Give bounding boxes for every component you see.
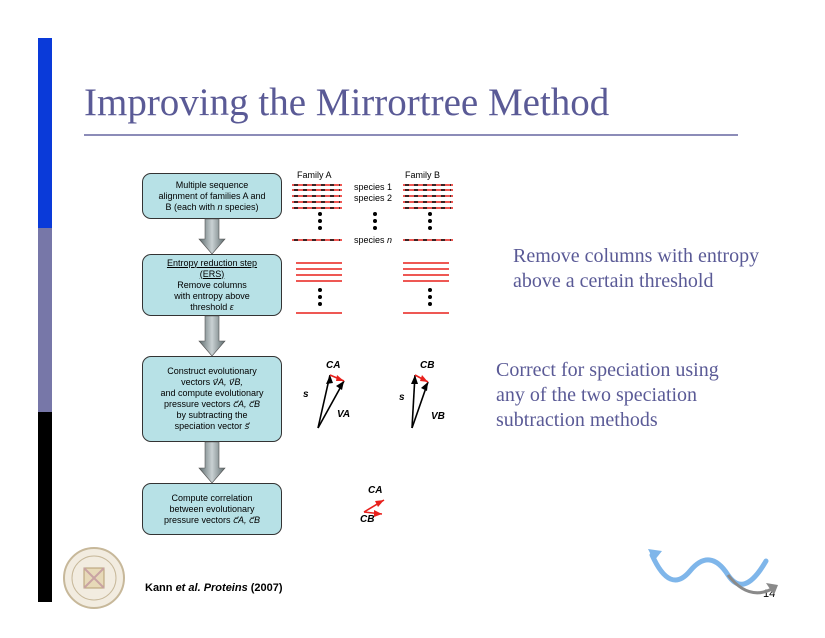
entropy-line-5: threshold ε [190,301,234,312]
ellipsis-dot [428,295,432,299]
ellipsis-dot [373,219,377,223]
filtered-rows-family-a [296,262,342,314]
label-corr-c-b: CB [360,514,375,525]
evo-line-4: pressure vectors c⃗A, c⃗B [164,399,260,409]
label-s-b: s [399,392,405,403]
entropy-annotation: Remove columns with entropy above a cert… [513,245,760,292]
entropy-box: Entropy reduction step (ERS) Remove colu… [142,254,282,316]
evo-line-6: speciation vector s⃗ [174,421,250,431]
ellipsis-dot [318,302,322,306]
sidebar-bar-black [38,412,52,602]
university-seal-icon [63,547,125,609]
vector-v-a [317,380,345,429]
label-corr-c-a: CA [368,485,383,496]
ellipsis-dot [318,226,322,230]
alignment-line-1: Multiple sequence [175,179,249,190]
vector-s-a [317,374,331,429]
speciation-annotation: Correct for speciation using any of the … [496,359,719,431]
title-divider [84,134,738,136]
vector-triangle-b [411,374,429,429]
corr-line-1: Compute correlation [171,492,253,503]
entropy-line-4: with entropy above [174,290,250,301]
alignment-line-2: alignment of families A and [158,190,266,201]
ellipsis-dot [318,288,322,292]
ellipsis-dot [318,295,322,299]
evo-line-5: by subtracting the [176,410,248,420]
species-2-label: species 2 [354,193,393,203]
flow-arrow-down-icon [198,218,226,255]
label-c-b: CB [420,360,435,371]
ellipsis-dot [428,212,432,216]
species-1-label: species 1 [354,182,393,192]
filtered-rows-family-b [403,262,449,314]
entropy-line-1: Entropy reduction step [166,257,258,268]
corr-line-3: pressure vectors c⃗A, c⃗B [164,514,260,525]
family-a-label: Family A [297,170,332,180]
evolutionary-box: Construct evolutionary vectors v⃗A, v⃗B,… [142,356,282,442]
slide-title: Improving the Mirrortree Method [84,81,610,124]
flow-arrow-down-icon [198,441,226,484]
alignment-rows-family-a [292,184,342,241]
sidebar-bar-gray [38,228,52,412]
corr-line-2: between evolutionary [169,503,255,514]
ellipsis-dot [428,288,432,292]
ellipsis-dot [373,226,377,230]
entropy-line-3: Remove columns [177,279,247,290]
label-s-a: s [303,389,309,400]
evo-line-1: Construct evolutionary [167,366,257,376]
entropy-line-2: (ERS) [199,268,225,279]
correlation-vectors [363,499,385,517]
ellipsis-dot [318,219,322,223]
flow-arrow-down-icon [198,315,226,357]
citation: Kann et al. Proteins (2007) [145,582,283,594]
label-v-a: VA [337,409,351,420]
sidebar-bar-blue [38,38,52,228]
vector-triangle-a [317,374,345,429]
ellipsis-dot [428,226,432,230]
alignment-rows-family-b [403,184,453,241]
alignment-line-3: B (each with n species) [165,201,259,212]
evo-line-3: and compute evolutionary [160,388,264,398]
ellipsis-dot [428,219,432,223]
ellipsis-dot [428,302,432,306]
correlation-box: Compute correlation between evolutionary… [142,483,282,535]
label-v-b: VB [431,411,445,422]
species-n-label: species n [354,235,393,245]
alignment-box: Multiple sequence alignment of families … [142,173,282,219]
label-c-a: CA [326,360,341,371]
evo-line-2: vectors v⃗A, v⃗B, [181,377,243,387]
ellipsis-dot [373,212,377,216]
family-b-label: Family B [405,170,441,180]
wave-logo-icon [648,549,778,595]
ellipsis-dot [318,212,322,216]
